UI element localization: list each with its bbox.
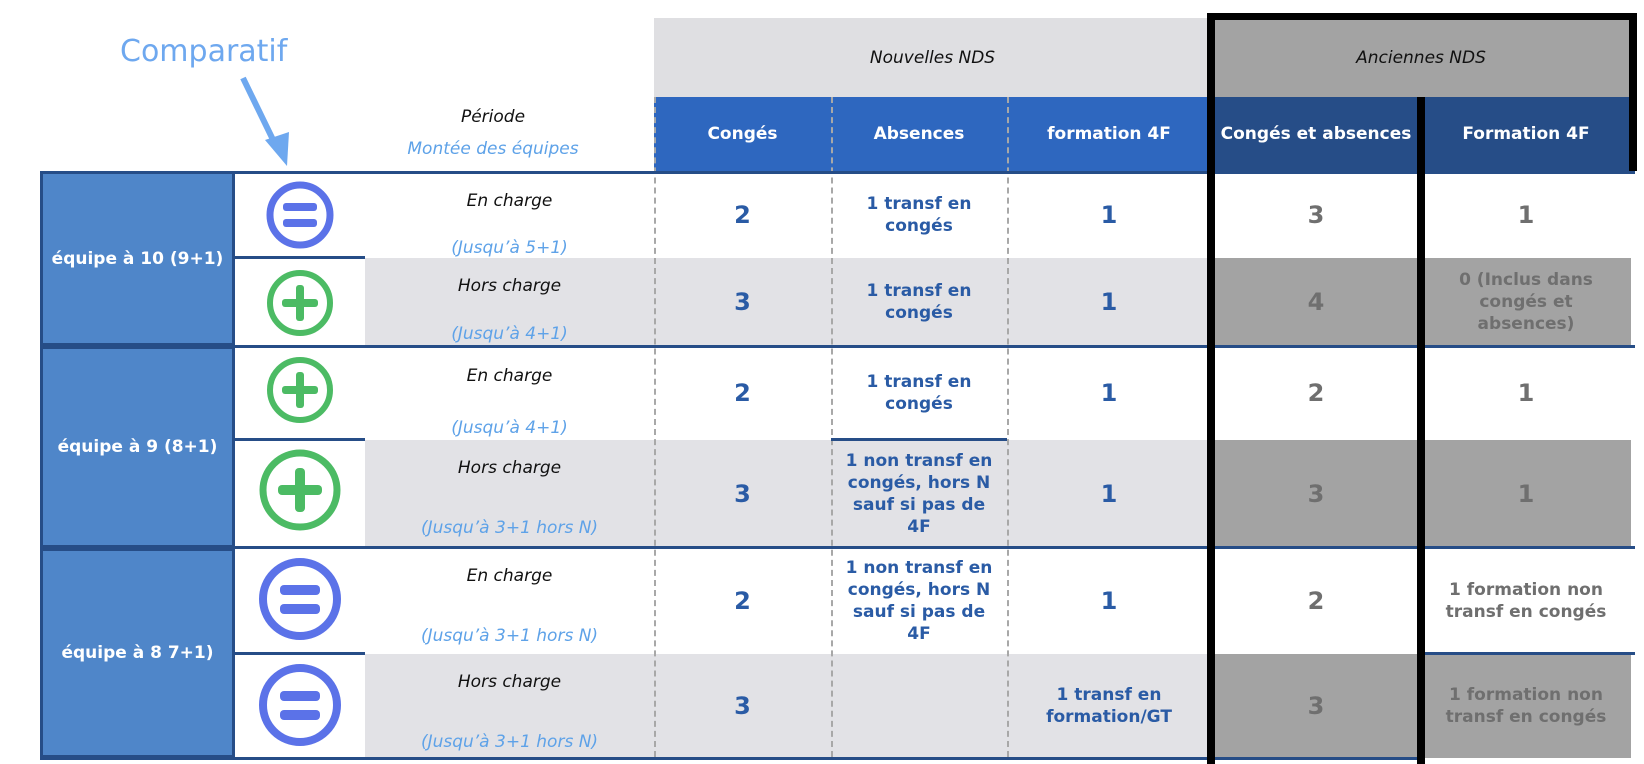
col-header-formation-4f: formation 4F — [1007, 97, 1211, 171]
periode-title: Période — [460, 107, 526, 127]
row-divider — [40, 546, 1635, 549]
cell-formation: 1 — [1100, 379, 1118, 407]
periode-cell: En charge (Jusqu’à 4+1) — [365, 356, 654, 438]
row-divider — [1421, 652, 1635, 655]
anciennes-border-top — [1207, 13, 1637, 20]
periode-sub: (Jusqu’à 4+1) — [451, 418, 568, 438]
periode-subtitle: Montée des équipes — [407, 139, 579, 159]
cell-conges: 3 — [734, 692, 751, 720]
periode-sub: (Jusqu’à 3+1 hors N) — [420, 518, 599, 538]
row-divider — [40, 345, 1635, 348]
cell-old-conges: 2 — [1307, 379, 1325, 407]
periode-sub: (Jusqu’à 3+1 hors N) — [420, 626, 599, 646]
periode-label: En charge — [466, 366, 553, 386]
row-divider — [831, 438, 1007, 441]
nouvelles-nds-header: Nouvelles NDS — [654, 18, 1211, 97]
cell-formation: 1 — [1100, 480, 1118, 508]
row-divider — [40, 171, 1635, 174]
column-divider — [831, 97, 833, 757]
cell-old-formation: 1 formation non transf en congés — [1445, 580, 1607, 622]
col-header-conges: Congés — [654, 97, 831, 171]
row-shade — [365, 654, 1211, 758]
periode-label: Hors charge — [457, 672, 562, 692]
cell-absences: 1 non transf en congés, hors N sauf si p… — [845, 451, 993, 537]
equal-icon — [259, 558, 341, 640]
col-header-formation-4f-old: Formation 4F — [1421, 97, 1631, 171]
row-divider — [235, 652, 365, 655]
plus-icon — [267, 270, 333, 336]
team-cell-9: équipe à 9 (8+1) — [40, 346, 235, 548]
row-divider — [235, 256, 365, 259]
periode-label: Hors charge — [457, 458, 562, 478]
cell-old-conges: 2 — [1307, 587, 1325, 615]
cell-formation: 1 transf en formation/GT — [1046, 685, 1172, 727]
periode-cell: En charge (Jusqu’à 3+1 hors N) — [365, 556, 654, 646]
cell-conges: 3 — [734, 288, 751, 316]
column-divider — [1007, 97, 1009, 757]
equal-icon — [266, 181, 334, 249]
periode-header: Période Montée des équipes — [350, 100, 636, 166]
team-cell-10: équipe à 10 (9+1) — [40, 171, 235, 346]
periode-cell: En charge (Jusqu’à 5+1) — [365, 181, 654, 258]
periode-sub: (Jusqu’à 5+1) — [451, 238, 568, 258]
row-shade — [365, 440, 1211, 548]
cell-old-conges: 3 — [1307, 200, 1325, 229]
periode-cell: Hors charge (Jusqu’à 4+1) — [365, 266, 654, 344]
col-header-conges-absences: Congés et absences — [1211, 97, 1421, 171]
periode-cell: Hors charge (Jusqu’à 3+1 hors N) — [365, 448, 654, 538]
cell-old-formation: 1 — [1517, 379, 1535, 407]
anciennes-nds-header: Anciennes NDS — [1211, 18, 1631, 97]
equal-icon — [259, 664, 341, 746]
cell-conges: 2 — [734, 379, 751, 407]
comparatif-title: Comparatif — [120, 34, 288, 69]
plus-icon — [267, 357, 333, 423]
cell-formation: 1 — [1100, 200, 1118, 229]
plus-icon — [259, 449, 341, 531]
periode-sub: (Jusqu’à 4+1) — [451, 324, 568, 344]
row-divider — [40, 757, 1420, 760]
col-header-absences: Absences — [831, 97, 1007, 171]
anciennes-border-right — [1629, 13, 1637, 171]
cell-absences: 1 non transf en congés, hors N sauf si p… — [845, 558, 993, 644]
cell-old-formation: 1 — [1517, 200, 1535, 229]
cell-conges: 2 — [734, 587, 751, 615]
periode-label: Hors charge — [457, 276, 562, 296]
anciennes-border-left — [1207, 13, 1215, 764]
cell-old-conges: 4 — [1307, 288, 1325, 316]
periode-label: En charge — [466, 191, 553, 211]
cell-old-formation: 1 formation non transf en congés — [1445, 685, 1607, 727]
cell-old-formation: 1 — [1517, 480, 1535, 508]
periode-label: En charge — [466, 566, 553, 586]
cell-formation: 1 — [1100, 288, 1118, 316]
arrow-down-icon — [240, 76, 289, 166]
cell-formation: 1 — [1100, 587, 1118, 615]
row-divider — [235, 438, 365, 441]
cell-absences — [831, 654, 1007, 758]
cell-absences: 1 transf en congés — [866, 281, 972, 323]
cell-conges: 3 — [734, 480, 751, 508]
cell-old-conges: 3 — [1307, 692, 1325, 720]
team-cell-8: équipe à 8 7+1) — [40, 548, 235, 758]
cell-old-formation: 0 (Inclus dans congés et absences) — [1459, 270, 1593, 334]
cell-absences: 1 transf en congés — [866, 193, 972, 236]
cell-absences: 1 transf en congés — [866, 372, 972, 414]
cell-old-conges: 3 — [1307, 480, 1325, 508]
row-shade — [365, 258, 1211, 346]
cell-conges: 2 — [734, 200, 751, 229]
periode-cell: Hors charge (Jusqu’à 3+1 hors N) — [365, 662, 654, 752]
anciennes-border-mid — [1417, 97, 1425, 764]
column-divider — [654, 97, 656, 757]
periode-sub: (Jusqu’à 3+1 hors N) — [420, 732, 599, 752]
